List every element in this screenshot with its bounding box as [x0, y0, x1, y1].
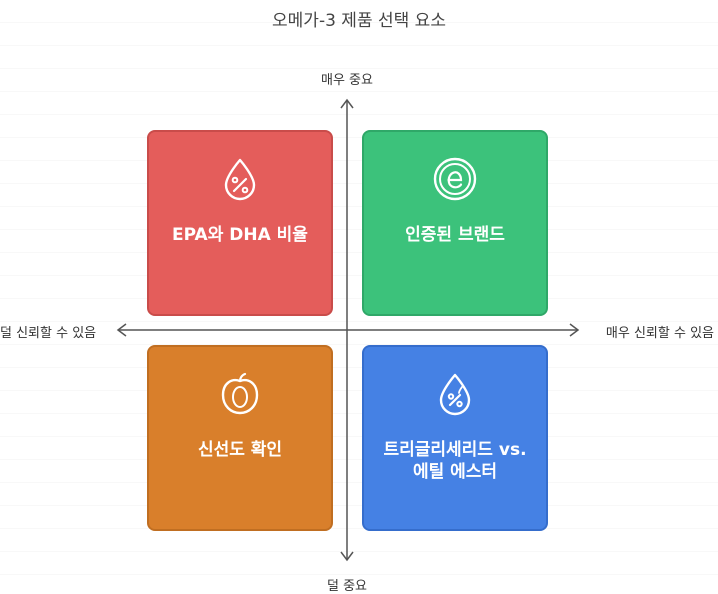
quadrant-label: 트리글리세리드 vs. 에틸 에스터 — [383, 440, 527, 482]
arrow-up-icon — [340, 98, 354, 109]
axis-label-top: 매우 중요 — [321, 73, 373, 88]
axis-label-left: 덜 신뢰할 수 있음 — [0, 326, 97, 341]
arrow-left-icon — [116, 323, 127, 337]
quadrant-label: EPA와 DHA 비율 — [172, 225, 308, 245]
certified-e-icon — [433, 157, 477, 201]
quadrant-top-left: EPA와 DHA 비율 — [147, 130, 333, 316]
axis-label-bottom: 덜 중요 — [326, 579, 367, 594]
page-title: 오메가-3 제품 선택 요소 — [272, 11, 446, 31]
arrow-right-icon — [569, 323, 580, 337]
fruit-icon — [221, 372, 259, 415]
quadrant-top-right: 인증된 브랜드 — [362, 130, 548, 316]
drop-percent-icon — [439, 373, 471, 416]
arrow-down-icon — [340, 551, 354, 562]
axis-label-right: 매우 신뢰할 수 있음 — [605, 326, 714, 341]
quadrant-label: 신선도 확인 — [197, 440, 283, 460]
quadrant-bottom-right: 트리글리세리드 vs. 에틸 에스터 — [362, 345, 548, 531]
quadrant-label: 인증된 브랜드 — [405, 225, 505, 245]
quadrant-bottom-left: 신선도 확인 — [147, 345, 333, 531]
percent-drop-icon — [224, 158, 256, 201]
